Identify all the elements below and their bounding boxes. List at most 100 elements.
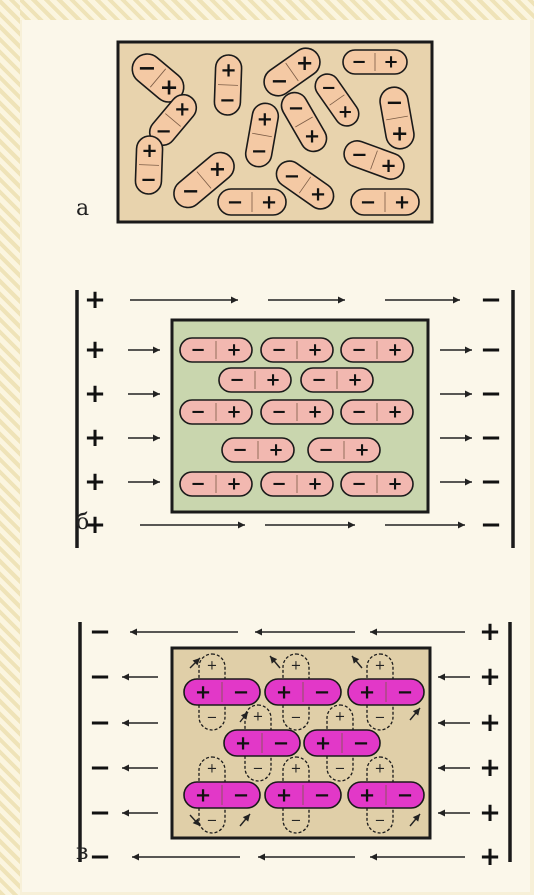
molecule-induced: +−	[348, 782, 424, 808]
plate-minus-sign: −	[480, 423, 502, 453]
plate-plus-sign: +	[479, 842, 501, 872]
charge-sign: +	[141, 139, 157, 162]
charge-sign: −	[219, 88, 235, 111]
charge-sign: +	[347, 370, 362, 391]
arrow-head	[132, 854, 139, 861]
molecule-induced: +−	[304, 730, 380, 756]
charge-sign: +	[391, 121, 409, 145]
molecule-aligned: −+	[261, 472, 333, 496]
charge-sign: +	[207, 762, 218, 777]
plate-plus-sign: +	[479, 798, 501, 828]
charge-sign: +	[310, 183, 326, 206]
plate-minus-sign: −	[480, 285, 502, 315]
molecule-induced: +−	[348, 679, 424, 705]
molecule-aligned: −+	[222, 438, 294, 462]
molecule-aligned: −+	[301, 368, 373, 392]
arrow-head	[153, 391, 160, 398]
arrow-head	[465, 347, 472, 354]
plate-plus-sign: +	[84, 285, 106, 315]
charge-sign: −	[271, 402, 286, 423]
arrow-head	[438, 810, 445, 817]
charge-sign: +	[291, 762, 302, 777]
charge-sign: +	[387, 340, 402, 361]
plate-plus-sign: +	[479, 617, 501, 647]
charge-sign: −	[190, 474, 205, 495]
arrow-head	[370, 629, 377, 636]
molecule-aligned: −+	[341, 338, 413, 362]
molecule-random: −+	[218, 189, 286, 215]
charge-sign: −	[386, 91, 404, 115]
arrow-head	[231, 297, 238, 304]
plate-minus-sign: −	[89, 617, 111, 647]
charge-sign: −	[397, 681, 413, 704]
plate-plus-sign: +	[84, 335, 106, 365]
charge-sign: −	[190, 402, 205, 423]
molecule-aligned: −+	[261, 338, 333, 362]
charge-sign: −	[253, 762, 264, 777]
arrow-head	[465, 391, 472, 398]
charge-sign: +	[195, 784, 211, 807]
charge-sign: +	[380, 154, 396, 177]
charge-sign: −	[291, 814, 302, 829]
charge-sign: +	[387, 474, 402, 495]
charge-sign: +	[226, 474, 241, 495]
arrow-head	[458, 522, 465, 529]
arrow-head	[370, 854, 377, 861]
plate-plus-sign: +	[84, 423, 106, 453]
arrow-head	[338, 297, 345, 304]
plate-plus-sign: +	[84, 379, 106, 409]
charge-sign: −	[318, 440, 333, 461]
charge-sign: −	[207, 814, 218, 829]
arrow-head	[122, 720, 129, 727]
charge-sign: −	[311, 370, 326, 391]
charge-sign: −	[375, 711, 386, 726]
arrow-head	[438, 765, 445, 772]
charge-sign: −	[288, 97, 304, 120]
arrow-head	[153, 347, 160, 354]
charge-sign: −	[273, 732, 289, 755]
charge-sign: +	[354, 440, 369, 461]
charge-sign: +	[338, 101, 353, 122]
molecule-aligned: −+	[308, 438, 380, 462]
charge-sign: +	[253, 710, 264, 725]
panel-c-frame	[172, 648, 430, 838]
charge-sign: −	[140, 168, 156, 191]
charge-sign: −	[360, 191, 376, 214]
charge-sign: +	[257, 108, 273, 131]
charge-sign: +	[226, 402, 241, 423]
arrow-head	[255, 629, 262, 636]
arrow-head	[238, 522, 245, 529]
plate-minus-sign: −	[89, 798, 111, 828]
charge-sign: −	[233, 784, 249, 807]
charge-sign: −	[190, 340, 205, 361]
charge-sign: +	[304, 124, 320, 147]
plate-minus-sign: −	[480, 335, 502, 365]
plate-plus-sign: +	[84, 467, 106, 497]
charge-sign: +	[276, 784, 292, 807]
charge-sign: +	[296, 51, 314, 75]
charge-sign: −	[233, 681, 249, 704]
charge-sign: −	[351, 340, 366, 361]
plate-minus-sign: −	[89, 662, 111, 692]
molecule-induced: +−	[184, 679, 260, 705]
plate-plus-sign: +	[479, 708, 501, 738]
plate-minus-sign: −	[89, 753, 111, 783]
molecule-random: −+	[135, 136, 163, 195]
molecule-random: −+	[214, 55, 242, 116]
charge-sign: +	[276, 681, 292, 704]
charge-sign: −	[314, 784, 330, 807]
molecule-aligned: −+	[180, 400, 252, 424]
charge-sign: +	[375, 762, 386, 777]
charge-sign: −	[375, 814, 386, 829]
charge-sign: −	[137, 56, 156, 82]
molecule-aligned: −+	[261, 400, 333, 424]
arrow-head	[465, 479, 472, 486]
molecule-random: −+	[343, 50, 407, 74]
arrow-head	[153, 479, 160, 486]
plate-minus-sign: −	[89, 708, 111, 738]
arrow-head	[465, 435, 472, 442]
arrow-head	[438, 674, 445, 681]
charge-sign: −	[351, 402, 366, 423]
arrow-head	[348, 522, 355, 529]
plate-plus-sign: +	[479, 753, 501, 783]
